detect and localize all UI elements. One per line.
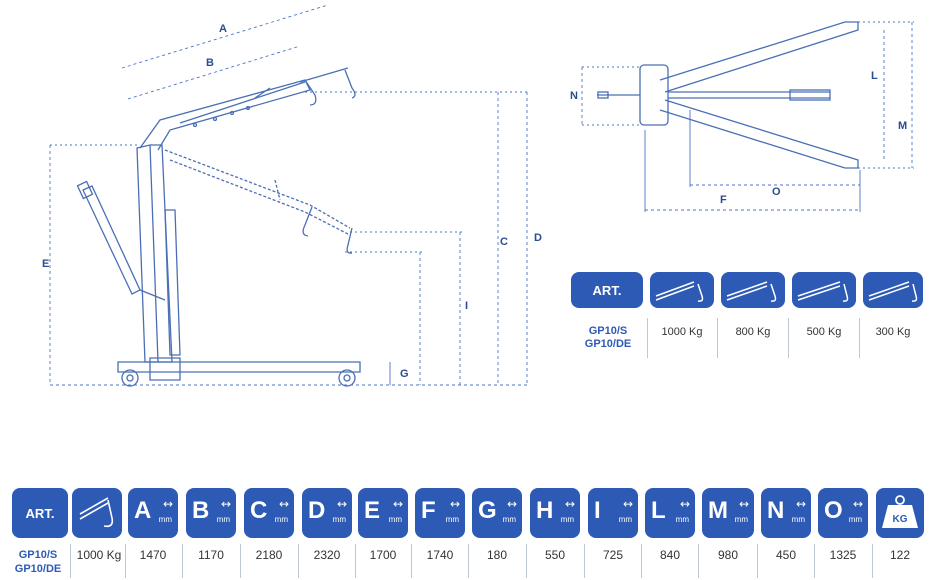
spec-separator [70, 544, 71, 578]
crane-top-view-drawing [581, 21, 914, 212]
spec-weight-icon: KG [876, 488, 924, 538]
capacity-value-2: 800 Kg [735, 326, 771, 338]
spec-header-m: M↔mm [702, 488, 754, 538]
dim-label-f: F [720, 194, 727, 206]
dim-label-e: E [42, 258, 50, 270]
capacity-value-3: 500 Kg [806, 326, 842, 338]
spec-header-n: N↔mm [761, 488, 811, 538]
spec-separator [526, 544, 527, 578]
spec-value-b: 1170 [198, 548, 224, 562]
spec-capacity-icon [72, 488, 122, 538]
dim-label-i: I [465, 300, 469, 312]
capacity-model-line-2: GP10/DE [584, 338, 632, 350]
spec-header-c: C↔mm [244, 488, 294, 538]
spec-header-e: E↔mm [358, 488, 408, 538]
spec-header-l: L↔mm [645, 488, 695, 538]
spec-header-h: H↔mm [530, 488, 580, 538]
dim-label-l: L [871, 70, 878, 82]
capacity-separator [788, 318, 789, 358]
spec-separator [872, 544, 873, 578]
weight-icon-text: KG [893, 514, 908, 525]
capacity-position-4-icon [863, 272, 923, 308]
spec-header-b: B↔mm [186, 488, 236, 538]
spec-value-l: 840 [659, 548, 681, 562]
crane-side-view-drawing [49, 4, 530, 387]
dim-label-g: G [400, 368, 409, 380]
capacity-separator [859, 318, 860, 358]
spec-value-g: 180 [486, 548, 508, 562]
dim-label-n: N [570, 90, 578, 102]
spec-art-header: ART. [12, 488, 68, 538]
spec-value-m: 980 [717, 548, 739, 562]
capacity-separator [647, 318, 648, 358]
spec-separator [298, 544, 299, 578]
dim-label-a: A [219, 23, 227, 35]
spec-separator [411, 544, 412, 578]
spec-separator [641, 544, 642, 578]
spec-separator [125, 544, 126, 578]
capacity-position-3-icon [792, 272, 856, 308]
spec-value-c: 2180 [255, 548, 283, 562]
spec-header-o: O↔mm [818, 488, 868, 538]
spec-value-e: 1700 [369, 548, 397, 562]
spec-value-f: 1740 [426, 548, 454, 562]
dim-label-c: C [500, 236, 508, 248]
capacity-separator [717, 318, 718, 358]
spec-value-a: 1470 [139, 548, 167, 562]
spec-separator [814, 544, 815, 578]
spec-header-i: I↔mm [588, 488, 638, 538]
spec-header-g: G↔mm [472, 488, 522, 538]
capacity-value-1: 1000 Kg [661, 326, 703, 338]
spec-value-weight: 122 [889, 548, 911, 562]
spec-value-capacity: 1000 Kg [76, 548, 122, 562]
spec-separator [240, 544, 241, 578]
dim-label-b: B [206, 57, 214, 69]
spec-separator [355, 544, 356, 578]
spec-separator [182, 544, 183, 578]
spec-header-a: A↔mm [128, 488, 178, 538]
spec-header-d: D↔mm [302, 488, 352, 538]
spec-value-i: 725 [602, 548, 624, 562]
capacity-value-4: 300 Kg [875, 326, 911, 338]
spec-value-o: 1325 [829, 548, 857, 562]
capacity-position-2-icon [721, 272, 785, 308]
spec-value-d: 2320 [313, 548, 341, 562]
spec-header-f: F↔mm [415, 488, 465, 538]
dim-label-m: M [898, 120, 908, 132]
spec-separator [698, 544, 699, 578]
capacity-art-header: ART. [571, 272, 643, 308]
spec-separator [584, 544, 585, 578]
capacity-model-line-1: GP10/S [588, 325, 628, 337]
spec-model-line-1: GP10/S [18, 549, 58, 561]
dim-label-d: D [534, 232, 542, 244]
spec-value-n: 450 [775, 548, 797, 562]
spec-value-h: 550 [544, 548, 566, 562]
spec-separator [468, 544, 469, 578]
capacity-position-1-icon [650, 272, 714, 308]
spec-separator [757, 544, 758, 578]
spec-model-line-2: GP10/DE [14, 563, 62, 575]
dim-label-o: O [772, 186, 781, 198]
